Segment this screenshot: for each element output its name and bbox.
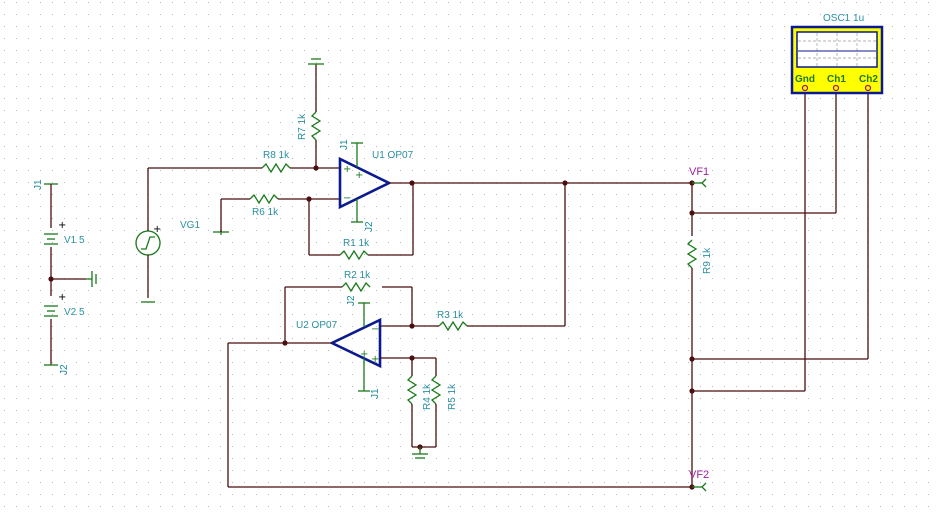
ground-icon [308, 58, 324, 65]
resistor-r4[interactable] [406, 375, 418, 405]
osc-gnd-label: Gnd [795, 74, 815, 85]
resistor-r3[interactable] [438, 320, 468, 332]
r3-label: R3 1k [437, 310, 464, 321]
resistor-r7[interactable] [310, 111, 322, 141]
signal-generator-vg1[interactable] [135, 168, 161, 303]
resistor-r8[interactable] [261, 162, 291, 174]
vf2-label: VF2 [689, 469, 709, 481]
vg1-label: VG1 [180, 220, 200, 231]
r1-label: R1 1k [343, 238, 370, 249]
r2-label: R2 1k [344, 270, 371, 281]
power-supply: J1 + V1 5 + V2 5 J2 [33, 179, 97, 375]
u1-j1-label: J1 [339, 139, 350, 150]
resistor-r5[interactable] [430, 375, 442, 405]
v1-label: V1 5 [64, 235, 85, 246]
osc-ch2-label: Ch2 [859, 74, 878, 85]
resistor-r6[interactable] [249, 193, 279, 205]
u2-noninv-sign: + [371, 354, 379, 365]
battery-v1[interactable] [44, 233, 58, 245]
osc-ch1-terminal[interactable] [832, 84, 840, 92]
r5-label: R5 1k [447, 383, 458, 410]
r4-label: R4 1k [422, 383, 433, 410]
osc-screen-grid [798, 33, 876, 66]
u2-label: U2 OP07 [296, 320, 338, 331]
opamp-u1[interactable] [338, 156, 392, 210]
v1-plus-sign: + [58, 220, 66, 231]
u2-j2-label: J2 [346, 295, 357, 306]
osc-ch1-label: Ch1 [827, 74, 846, 85]
ground-icon [86, 271, 97, 287]
vf1-label: VF1 [689, 166, 709, 178]
ground-icon [412, 447, 428, 459]
u1-inv-sign: − [343, 193, 351, 204]
jumper-j1-label: J1 [33, 179, 44, 190]
osc-ch2-terminal[interactable] [864, 84, 872, 92]
probe-vf2[interactable] [692, 482, 707, 492]
r8-label: R8 1k [263, 150, 290, 161]
v2-plus-sign: + [58, 292, 66, 303]
u1-supply-plus: + [355, 170, 363, 181]
resistor-r1[interactable] [339, 249, 369, 261]
r6-label: R6 1k [252, 207, 279, 218]
r7-label: R7 1k [297, 113, 308, 140]
u2-supply-plus: + [360, 349, 368, 360]
u1-j2-label: J2 [364, 221, 375, 232]
osc1-label: OSC1 1u [823, 13, 864, 24]
battery-v2[interactable] [44, 305, 58, 317]
junction [409, 180, 415, 186]
v2-label: V2 5 [64, 307, 85, 318]
probe-vf1[interactable] [692, 178, 707, 188]
u1-noninv-sign: + [343, 164, 351, 175]
vg1-plus-sign: + [153, 224, 161, 235]
osc-gnd-terminal[interactable] [801, 84, 809, 92]
resistor-r9[interactable] [686, 239, 698, 269]
u1-label: U1 OP07 [372, 150, 414, 161]
u2-inv-sign: − [371, 324, 379, 335]
resistor-r2[interactable] [341, 281, 371, 293]
jumper-j2-label: J2 [59, 364, 70, 375]
opamp-u2[interactable] [328, 317, 382, 369]
oscilloscope-osc1[interactable] [790, 25, 884, 95]
r9-label: R9 1k [702, 247, 713, 274]
u2-j1-label: J1 [370, 388, 381, 399]
